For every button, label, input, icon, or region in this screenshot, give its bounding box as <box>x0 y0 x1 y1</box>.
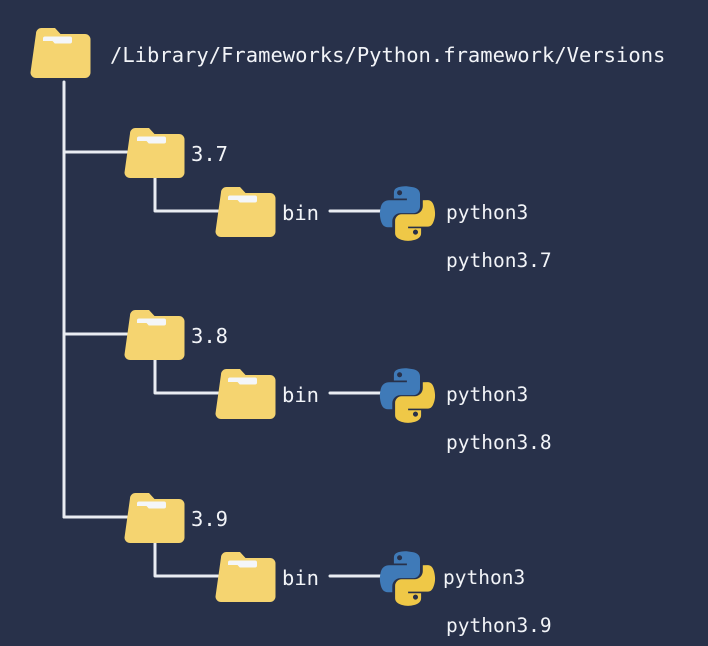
executable-label-python3-3-8: python3 <box>446 383 529 406</box>
executable-label-python3-3-7: python3 <box>446 201 529 224</box>
bin-label-3-9: bin <box>282 566 320 590</box>
executable-label-python3-9: python3.9 <box>446 614 552 637</box>
executable-label-python3-7: python3.7 <box>446 249 552 272</box>
executable-label-python3-8: python3.8 <box>446 431 552 454</box>
version-label-3-8: 3.8 <box>191 324 229 348</box>
bin-label-3-8: bin <box>282 383 320 407</box>
python-logo-icon-3-7[interactable] <box>379 186 436 241</box>
subbranch-line-3-9-bin <box>153 541 220 578</box>
version-label-3-9: 3.9 <box>191 507 229 531</box>
bin-label-3-7: bin <box>282 201 320 225</box>
python-logo-icon-3-8[interactable] <box>379 368 436 423</box>
executable-label-python3-3-9: python3 <box>443 566 526 589</box>
version-label-3-7: 3.7 <box>191 142 229 166</box>
subbranch-line-3-8-bin <box>153 358 220 395</box>
python-logo-icon-3-9[interactable] <box>379 551 436 606</box>
subbranch-line-3-7-bin <box>153 176 220 213</box>
root-path-label: /Library/Frameworks/Python.framework/Ver… <box>110 43 666 67</box>
